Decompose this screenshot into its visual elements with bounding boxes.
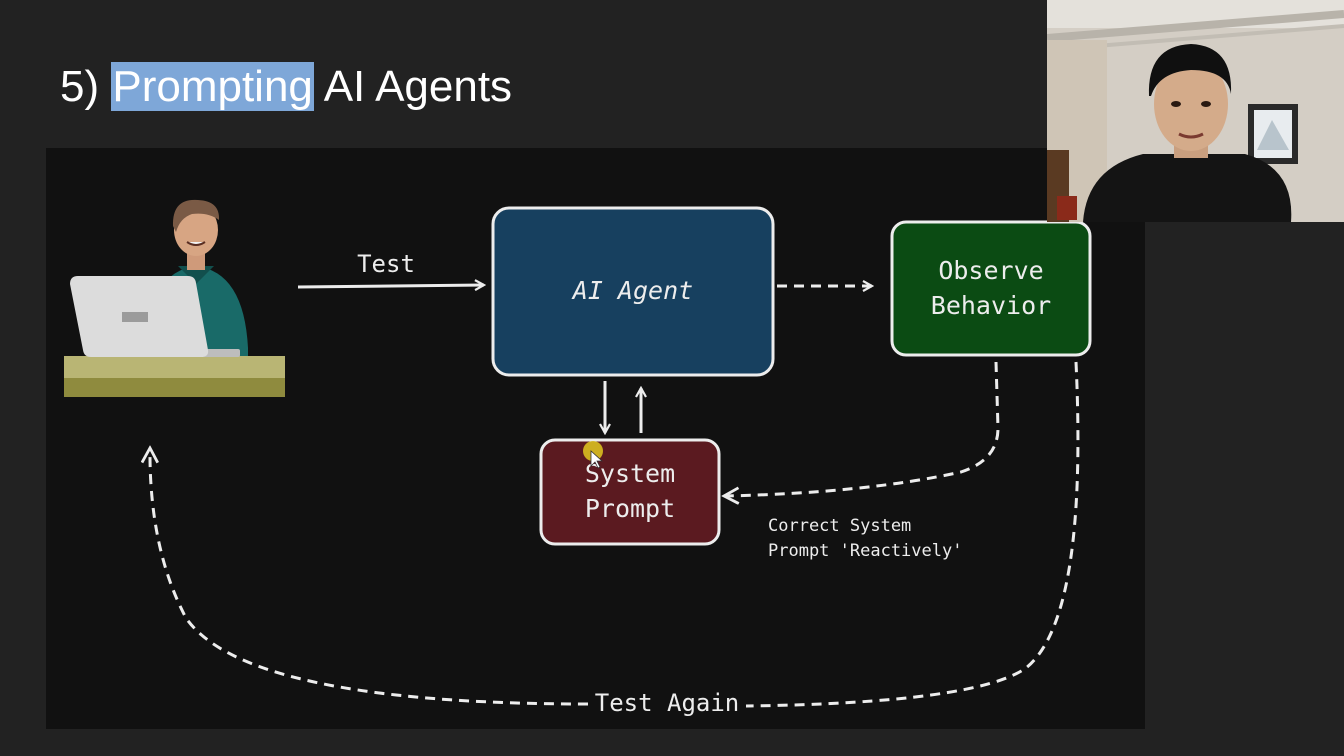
title-prefix: 5) [60,62,112,111]
test-again-loop [150,361,1080,708]
observe-label-line1: Observe [938,256,1043,285]
desk [64,356,285,397]
mouse-pointer-icon [590,450,604,469]
system-prompt-label-line2: Prompt [585,494,675,523]
test-arrow [297,285,484,287]
presenter-figure [1083,44,1292,222]
test-label: Test [357,250,415,278]
diagram-canvas: Test AI Agent Observe Behavior System Pr… [46,148,1145,729]
correct-note-line2: Prompt 'Reactively' [768,541,962,561]
test-again-label: Test Again [595,689,740,717]
ai-agent-box [491,206,775,377]
title-highlight: Prompting [111,62,314,111]
wall-picture-frame [1248,104,1298,164]
observe-label-line2: Behavior [931,291,1051,320]
laptop [70,276,240,357]
observe-behavior-box [890,220,1092,357]
person-at-laptop-illustration [64,199,285,397]
slide-title: 5) Prompting AI Agents [60,60,512,114]
correct-note-line1: Correct System [768,516,911,536]
system-prompt-box [539,438,721,546]
title-suffix: AI Agents [313,62,513,111]
presenter-webcam [1047,0,1344,222]
system-prompt-label-line1: System [585,459,675,488]
correct-prompt-arrow [724,361,1000,496]
cursor-highlight [583,441,603,461]
ai-agent-label: AI Agent [571,276,693,305]
